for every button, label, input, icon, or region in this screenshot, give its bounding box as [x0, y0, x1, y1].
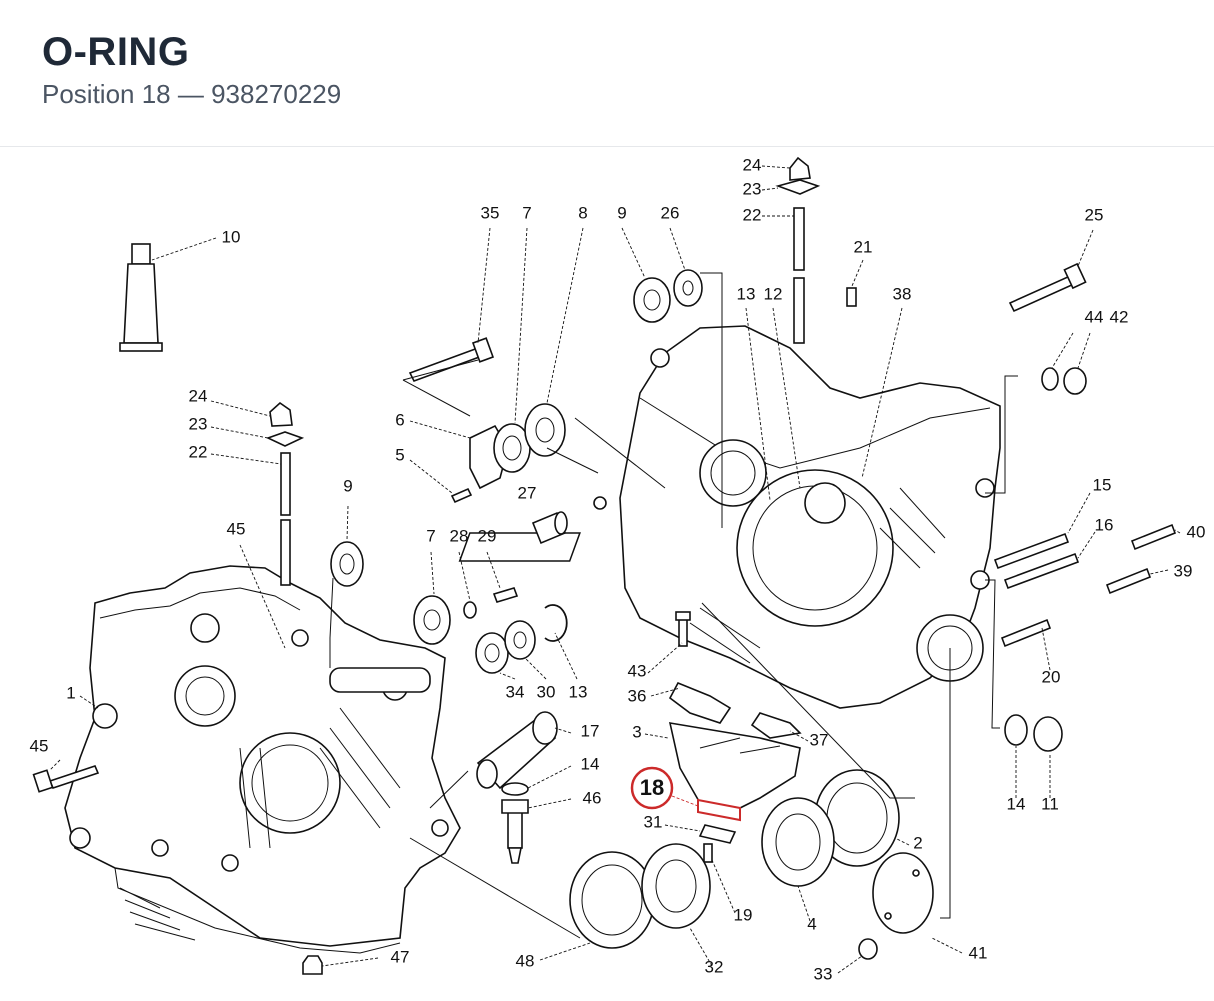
assembly-lines [329, 272, 1018, 939]
callout-46: 46 [583, 788, 602, 807]
callout-1: 1 [66, 683, 75, 702]
washer-14-plug-11 [1004, 714, 1063, 752]
callout-24-left: 24 [189, 386, 208, 405]
callout-33: 33 [814, 964, 833, 983]
position-label: Position 18 — 938270229 [42, 79, 342, 109]
callout-37: 37 [810, 730, 829, 749]
right-crankcase-half [458, 325, 1001, 709]
callout-42: 42 [1110, 307, 1129, 326]
bolt-43 [675, 611, 691, 647]
stud-nut-washer-left [265, 401, 305, 586]
part-title: O-RING [42, 30, 190, 74]
callout-7-left: 7 [426, 526, 435, 545]
callout-9-top: 9 [617, 203, 626, 222]
highlighted-callout-18[interactable]: 18 [630, 766, 674, 810]
boot-17 [476, 711, 558, 790]
left-crankcase-half [64, 565, 461, 954]
callout-22-left: 22 [189, 442, 208, 461]
callout-labels: 24 23 22 35 7 8 9 26 21 25 13 12 38 44 4… [30, 155, 1206, 983]
bearing-4 [761, 797, 835, 887]
bearing-7-left [413, 587, 519, 645]
callout-48: 48 [516, 951, 535, 970]
washer-44-screw-42 [1041, 367, 1087, 395]
bolt-45 [32, 765, 100, 793]
pin-21 [846, 287, 857, 307]
callout-47: 47 [391, 947, 410, 966]
callout-5: 5 [395, 445, 404, 464]
callout-39: 39 [1174, 561, 1193, 580]
callout-17: 17 [581, 721, 600, 740]
callout-44: 44 [1085, 307, 1104, 326]
small-bolt-5 [450, 487, 473, 504]
bearing-9-26 [633, 269, 703, 323]
callout-12: 12 [764, 284, 783, 303]
highlight-ring [630, 766, 674, 810]
cap-47 [302, 955, 323, 975]
callout-23-left: 23 [189, 414, 208, 433]
gasket-37 [750, 712, 802, 739]
diagram-canvas: 24 23 22 35 7 8 9 26 21 25 13 12 38 44 4… [30, 155, 1206, 983]
plate-31-screw-19 [698, 824, 737, 863]
callout-13-top: 13 [737, 284, 756, 303]
bearing-48 [569, 851, 655, 949]
bearing-32 [641, 843, 711, 929]
callout-24-top: 24 [743, 155, 762, 174]
washer-14-fitting-46 [501, 782, 529, 864]
page-header: O-RING Position 18 — 938270229 [0, 0, 1214, 147]
callout-28: 28 [450, 526, 469, 545]
bush-27 [531, 511, 568, 545]
callout-20: 20 [1042, 667, 1061, 686]
oil-pickup-3 [668, 722, 801, 809]
callout-31: 31 [644, 812, 663, 831]
bolt-25 [1008, 262, 1087, 313]
callout-8: 8 [578, 203, 587, 222]
stud-nut-washer-right [775, 156, 821, 344]
leader-lines [49, 165, 1181, 974]
callout-43: 43 [628, 661, 647, 680]
callout-23-top: 23 [743, 179, 762, 198]
bolt-35 [408, 337, 495, 382]
callout-36: 36 [628, 686, 647, 705]
callout-7-top: 7 [522, 203, 531, 222]
callout-32: 32 [705, 957, 724, 976]
callout-35: 35 [481, 203, 500, 222]
bearing-9-left [330, 541, 364, 587]
callout-19: 19 [734, 905, 753, 924]
nut-33 [858, 938, 878, 960]
callout-45-left: 45 [30, 736, 49, 755]
bearings-6-7-8 [469, 403, 566, 490]
callout-45-top: 45 [227, 519, 246, 538]
highlight-label: 18 [640, 775, 664, 800]
callout-25: 25 [1085, 205, 1104, 224]
callout-10: 10 [222, 227, 241, 246]
callout-16: 16 [1095, 515, 1114, 534]
bearings-34-30-13 [475, 604, 568, 674]
callout-38: 38 [893, 284, 912, 303]
callout-3: 3 [632, 722, 641, 741]
cover-41 [872, 852, 934, 934]
callout-13-left: 13 [569, 682, 588, 701]
callout-4: 4 [807, 914, 816, 933]
callout-14-mid: 14 [581, 754, 600, 773]
callout-21: 21 [854, 237, 873, 256]
callout-14-right: 14 [1007, 794, 1026, 813]
gasket-36 [668, 681, 732, 724]
exploded-parts-diagram: 24 23 22 35 7 8 9 26 21 25 13 12 38 44 4… [0, 148, 1214, 1001]
callout-22-top: 22 [743, 205, 762, 224]
callout-41: 41 [969, 943, 988, 962]
callout-29: 29 [478, 526, 497, 545]
callout-15: 15 [1093, 475, 1112, 494]
callout-2: 2 [913, 833, 922, 852]
callout-11: 11 [1041, 794, 1059, 813]
callout-6: 6 [395, 410, 404, 429]
o-ring-18 [697, 798, 741, 822]
bolts-15-16-20-39-40 [993, 523, 1177, 648]
callout-26: 26 [661, 203, 680, 222]
callout-27: 27 [518, 483, 537, 502]
callout-9-left: 9 [343, 476, 352, 495]
callout-40: 40 [1187, 522, 1206, 541]
callout-34: 34 [506, 682, 525, 701]
callout-30: 30 [537, 682, 556, 701]
sealant-tube [119, 243, 163, 352]
